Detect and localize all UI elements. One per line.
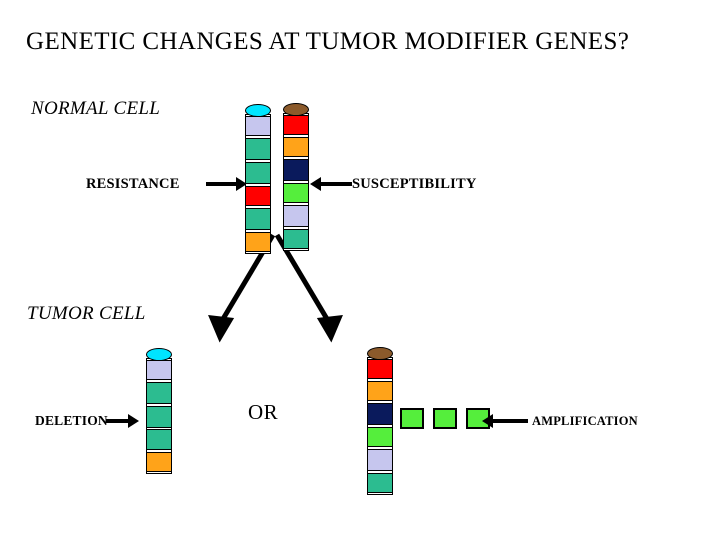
amplification-label: AMPLIFICATION bbox=[532, 414, 638, 428]
tumor-deletion-chromosome bbox=[146, 348, 172, 430]
deletion-label: DELETION bbox=[35, 413, 108, 428]
orange-band bbox=[284, 137, 308, 157]
navy-band bbox=[284, 159, 308, 181]
teal-band bbox=[147, 406, 171, 428]
chromosome-body-lower bbox=[146, 426, 172, 474]
teal-band bbox=[246, 138, 270, 160]
normal-cell-label: NORMAL CELL bbox=[31, 98, 161, 119]
chromosome-body-upper bbox=[146, 358, 172, 430]
tumor-cell-label: TUMOR CELL bbox=[27, 303, 146, 324]
centromere-cap-icon bbox=[283, 103, 309, 116]
tumor-amplification-chromosome bbox=[367, 347, 393, 495]
centromere-cap-icon bbox=[367, 347, 393, 360]
normal-susceptibility-chromosome bbox=[283, 103, 309, 251]
red-band bbox=[368, 359, 392, 379]
chromosome-body bbox=[367, 357, 393, 495]
susceptibility-label: SUSCEPTIBILITY bbox=[352, 176, 477, 192]
divergence-arrows-icon bbox=[185, 232, 360, 352]
normal-resistance-chromosome bbox=[245, 104, 271, 254]
chromosome-body bbox=[245, 114, 271, 254]
chromosome-body bbox=[283, 113, 309, 251]
teal-band bbox=[284, 229, 308, 249]
lavender-band bbox=[246, 116, 270, 136]
teal-band bbox=[147, 382, 171, 404]
teal-band bbox=[246, 208, 270, 230]
lavender-band bbox=[284, 205, 308, 227]
teal-band bbox=[368, 473, 392, 493]
lavender-band bbox=[368, 449, 392, 471]
orange-band bbox=[368, 381, 392, 401]
or-connector-label: OR bbox=[248, 400, 279, 424]
orange-band bbox=[246, 232, 270, 252]
centromere-cap-icon bbox=[245, 104, 271, 117]
orange-band bbox=[147, 452, 171, 472]
green-band bbox=[284, 183, 308, 203]
teal-band bbox=[246, 162, 270, 184]
amplified-segment bbox=[400, 408, 424, 429]
resistance-label: RESISTANCE bbox=[86, 176, 180, 192]
lavender-band bbox=[147, 360, 171, 380]
red-band bbox=[246, 186, 270, 206]
green-band bbox=[368, 427, 392, 447]
page-title: GENETIC CHANGES AT TUMOR MODIFIER GENES? bbox=[26, 28, 630, 55]
amplified-segment bbox=[433, 408, 457, 429]
teal-band bbox=[147, 428, 171, 450]
red-band bbox=[284, 115, 308, 135]
navy-band bbox=[368, 403, 392, 425]
centromere-cap-icon bbox=[146, 348, 172, 361]
